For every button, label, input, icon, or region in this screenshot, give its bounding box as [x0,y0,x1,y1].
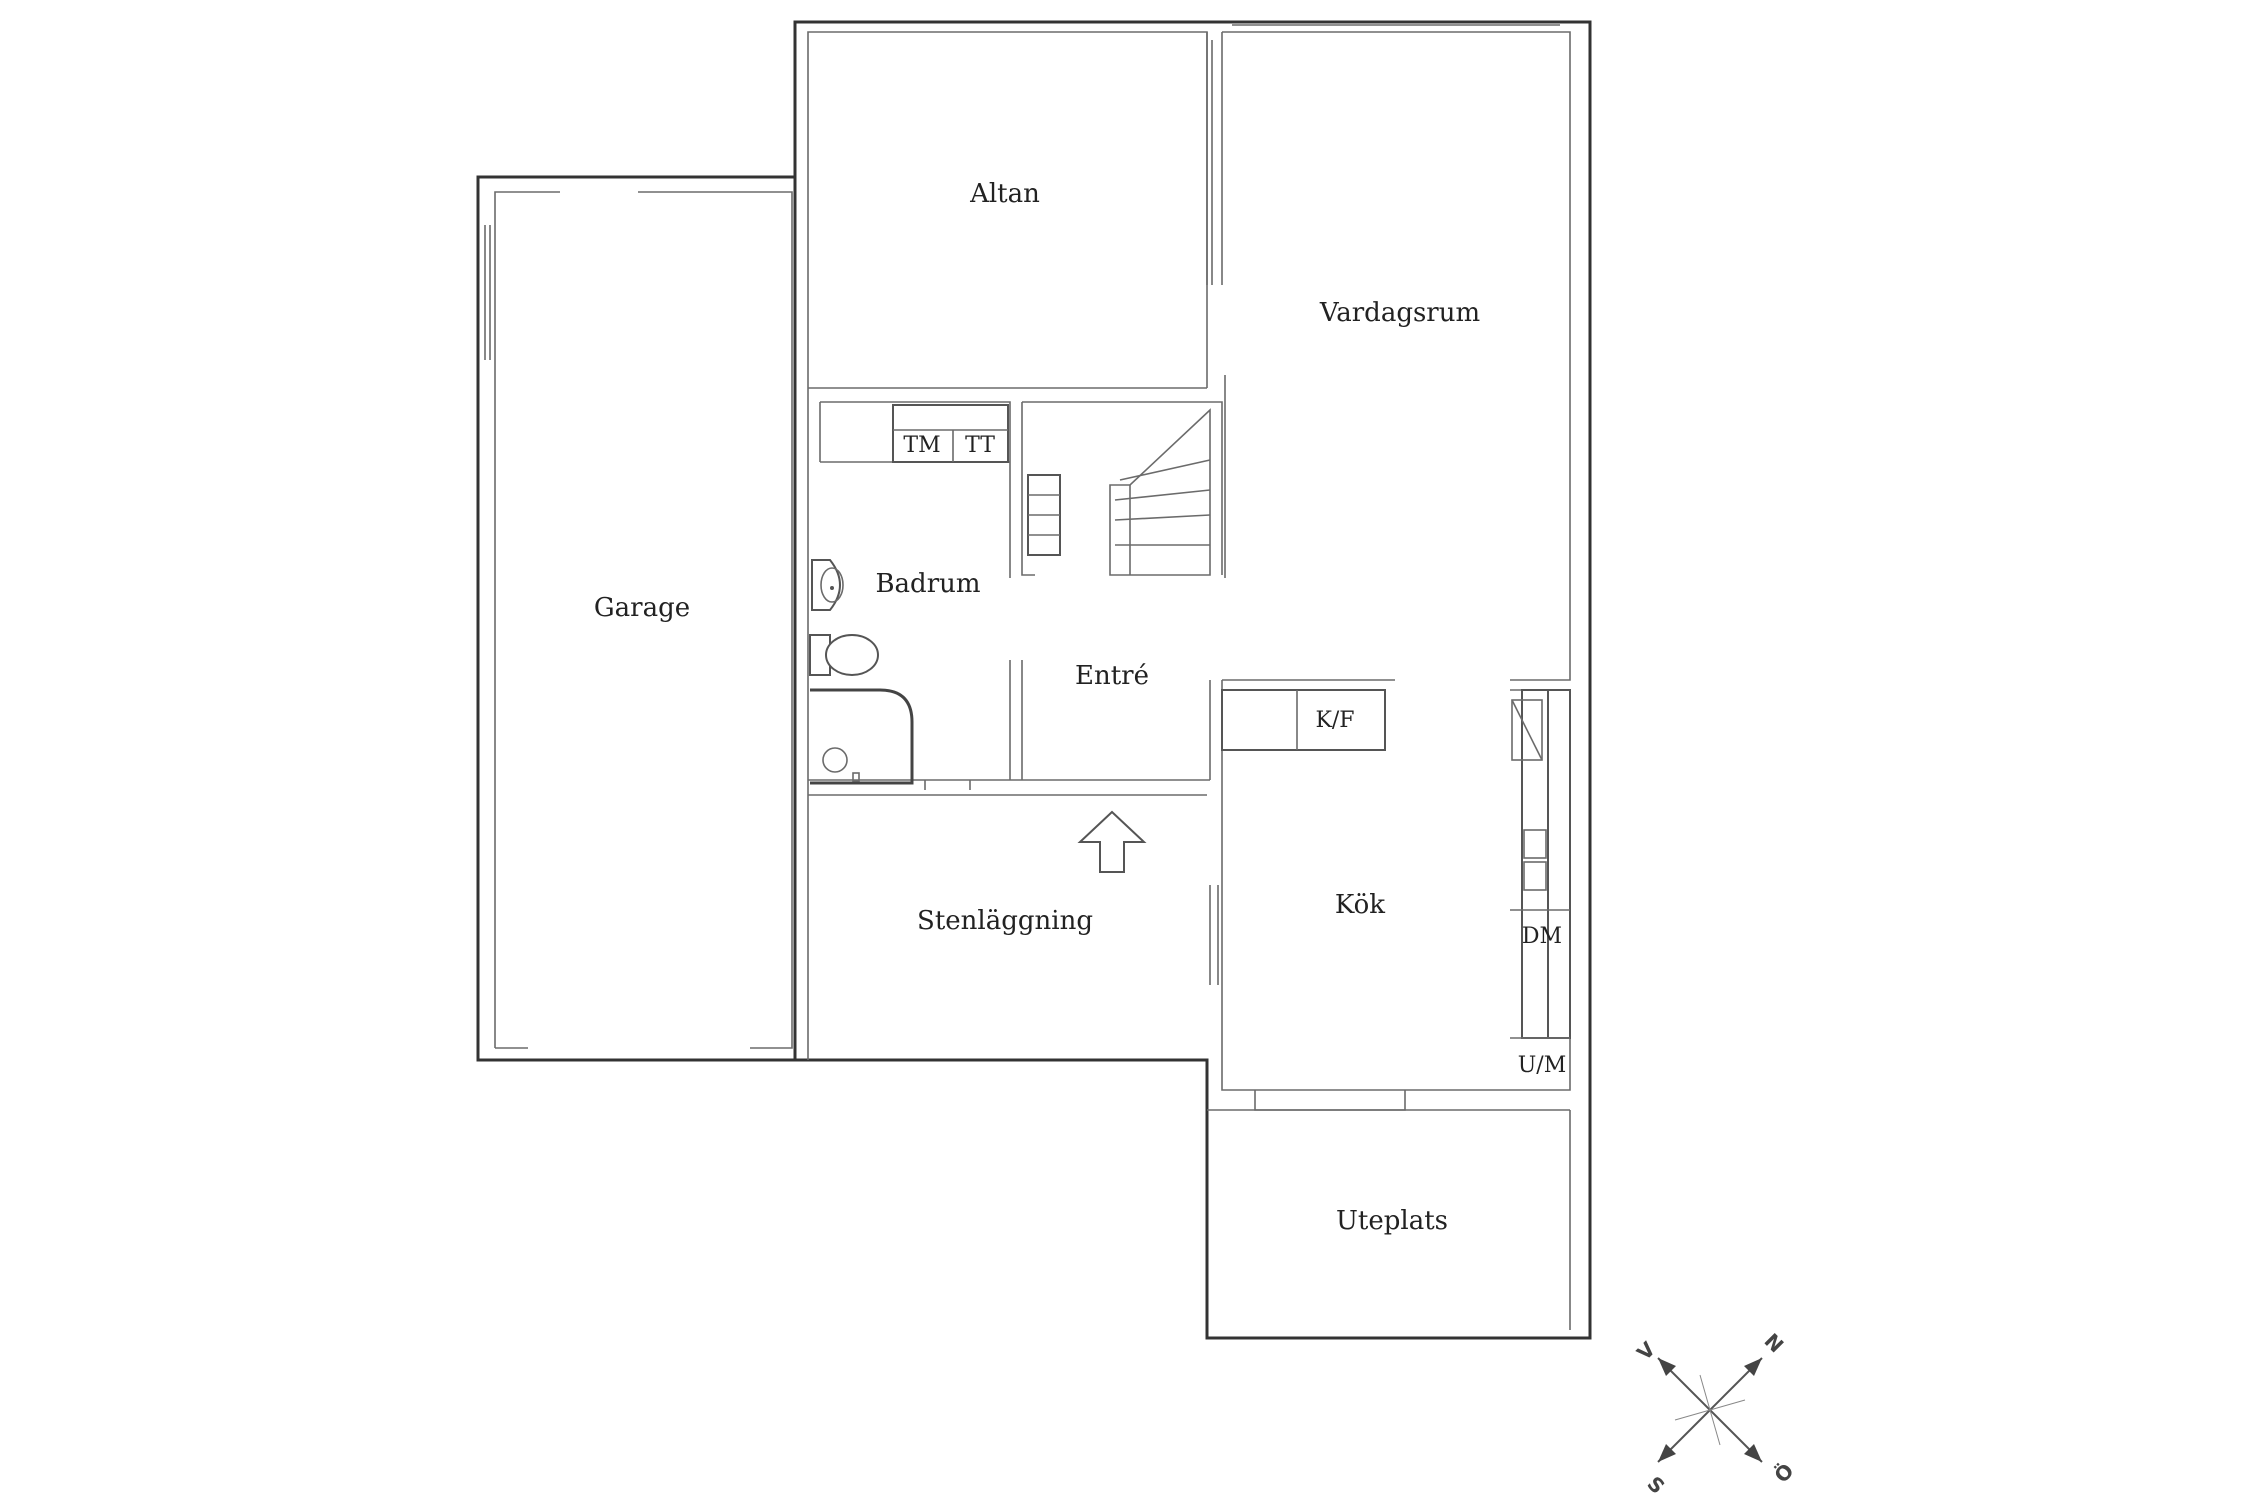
compass-south: S [1642,1471,1669,1498]
laundry-cabinet [892,404,1009,463]
fixture-label-tm: TM [903,433,940,458]
room-label-garage: Garage [594,593,690,623]
room-label-entre: Entré [1075,661,1149,691]
fixture-label-tt: TT [965,433,995,458]
kitchen-sink-icon [1523,829,1547,891]
room-label-altan: Altan [969,179,1040,209]
bathroom-fixtures [809,404,1009,785]
compass-north: N [1760,1329,1789,1358]
room-label-badrum: Badrum [875,569,980,599]
staircase [1027,408,1211,576]
compass-west: V [1632,1337,1660,1365]
room-label-uteplats: Uteplats [1336,1206,1448,1236]
shower-icon [810,688,914,785]
room-label-vardagsrum: Vardagsrum [1319,298,1480,328]
stove-icon [1511,699,1543,761]
compass-east: Ö [1769,1458,1798,1487]
fixture-label-um: U/M [1518,1053,1566,1078]
sink-icon [811,559,844,611]
room-label-kok: Kök [1335,890,1385,920]
compass-rose-icon [1657,1357,1763,1463]
kitchen-fixtures [1221,689,1571,1039]
outer-walls [476,20,1592,1340]
fixture-label-kf: K/F [1315,708,1354,733]
fixture-label-dm: DM [1522,924,1562,949]
entrance-arrow-icon [1077,810,1147,873]
room-label-stenlaggning: Stenläggning [917,906,1093,936]
interior-walls [484,24,1571,1330]
toilet-icon [809,634,879,676]
